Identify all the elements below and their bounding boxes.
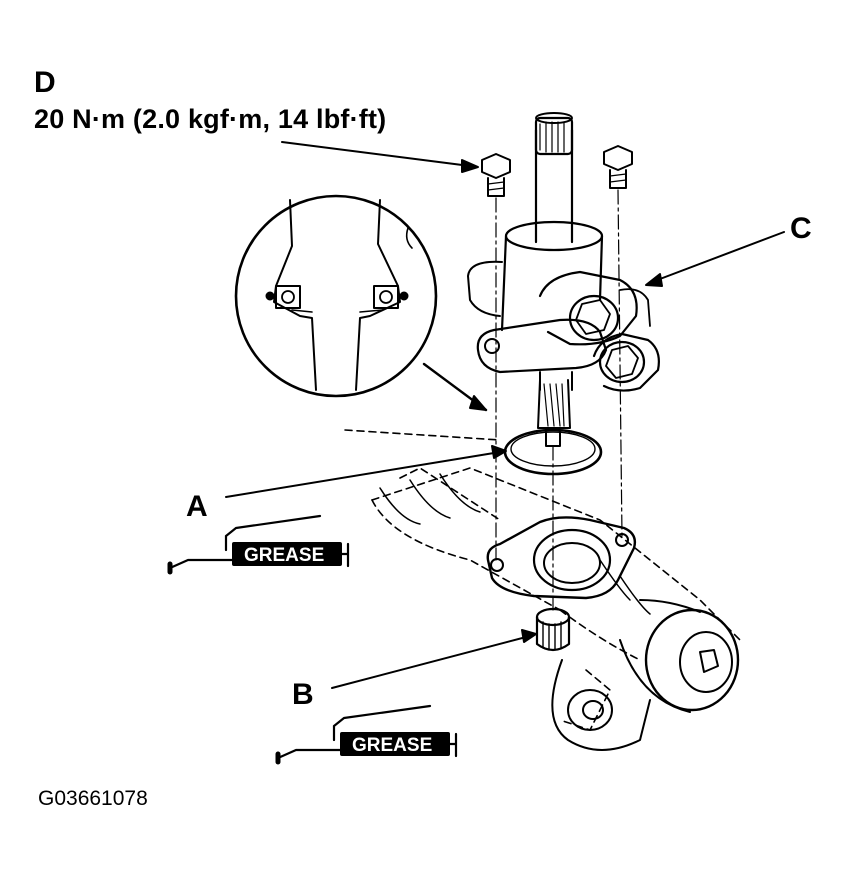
bearing-detail-inset (234, 194, 438, 398)
alignment-lines (495, 189, 623, 613)
mounting-bracket (551, 659, 651, 751)
grease-tag-label: GREASE (352, 735, 432, 756)
grease-tube-icon: GREASE (167, 514, 350, 575)
callout-label-a: A (186, 490, 208, 523)
callout-label-c: C (790, 212, 812, 245)
callout-leader-a (225, 445, 507, 498)
rack-housing (344, 429, 741, 731)
flange-bolt-left (481, 153, 511, 197)
valve-body (467, 112, 660, 447)
callout-label-d: D (34, 66, 56, 99)
rack-ribs (379, 473, 651, 615)
callout-leader-d (281, 141, 479, 173)
grease-tag-label: GREASE (244, 545, 324, 566)
grease-tube-icon: GREASE (275, 704, 458, 765)
callout-leader-c (645, 231, 785, 287)
callout-label-b: B (292, 678, 314, 711)
valve-mounting-flange (486, 516, 637, 600)
flange-bolt-right (603, 145, 633, 189)
rack-end-boss (619, 599, 740, 713)
callout-leader-b (331, 629, 537, 689)
inset-pointer-head (469, 395, 487, 411)
pinion-needle-bearing (535, 607, 571, 652)
figure-id: G03661078 (38, 787, 148, 810)
torque-spec-label: 20 N·m (2.0 kgf·m, 14 lbf·ft) (34, 104, 387, 134)
